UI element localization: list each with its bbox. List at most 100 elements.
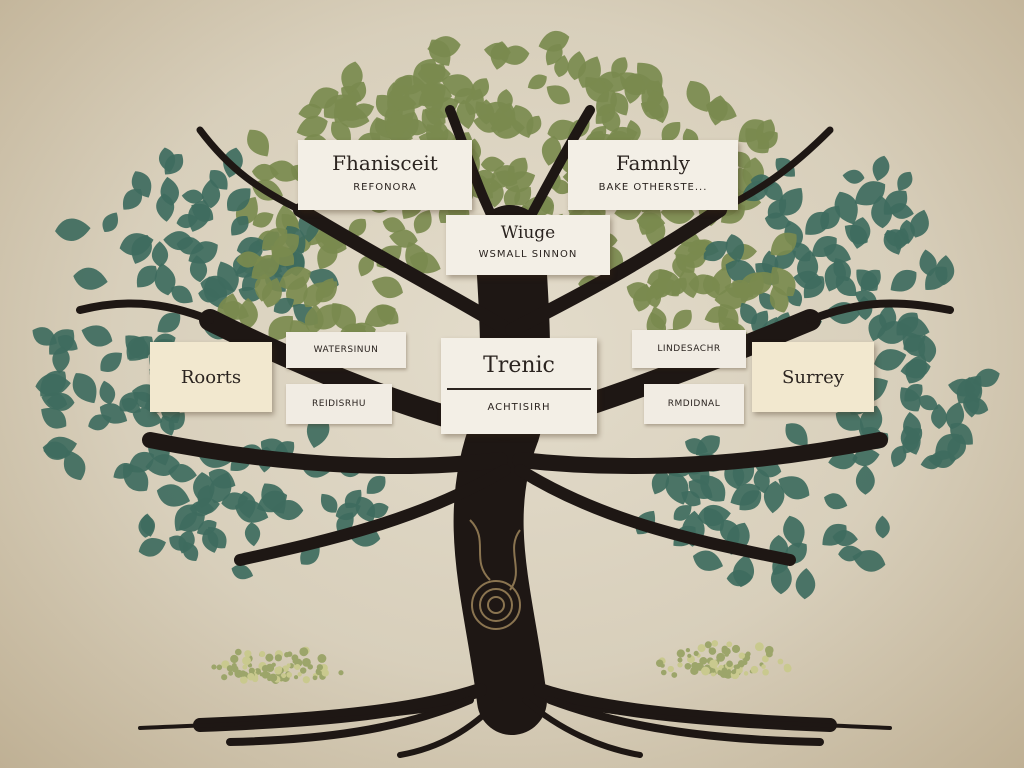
leaf	[140, 514, 156, 537]
card-title: Famnly	[616, 151, 690, 175]
shrub-dot	[710, 671, 716, 677]
shrub-dot	[221, 660, 230, 669]
tree-roots	[138, 683, 892, 758]
leaf	[81, 325, 113, 347]
shrub-dot	[716, 652, 726, 662]
shrub-dot	[226, 665, 234, 672]
shrub-dot	[731, 644, 741, 653]
shrub-dot	[723, 647, 731, 655]
leaf	[231, 216, 249, 236]
ground-shrubs	[211, 640, 792, 684]
shrub-dot	[704, 641, 712, 649]
leaf	[132, 407, 163, 428]
leaf	[317, 242, 338, 270]
card-top-left: Fhanisceit REFONORA	[298, 140, 472, 210]
leaf	[209, 169, 228, 190]
leaf	[119, 392, 139, 412]
leaf	[471, 78, 490, 101]
leaf	[963, 391, 980, 418]
shrub-dot	[731, 669, 737, 675]
shrub-dot	[718, 670, 725, 677]
leaf	[651, 470, 669, 495]
shrub-dot	[312, 675, 318, 681]
leaf	[341, 61, 363, 95]
leaf	[900, 359, 931, 379]
leaf	[842, 169, 865, 184]
card-subtitle: ACHTISIRH	[487, 402, 551, 414]
shrub-dot	[247, 673, 255, 681]
shrub-dot	[244, 650, 252, 658]
leaf	[41, 407, 67, 429]
leaf	[191, 203, 214, 222]
leaf	[910, 209, 929, 238]
shrub-dot	[231, 665, 239, 673]
roots-label: Roorts	[150, 342, 272, 412]
shrub-dot	[685, 647, 691, 653]
shrub-dot	[677, 662, 683, 668]
leaf	[679, 267, 700, 299]
leaf	[55, 218, 91, 241]
shrub-dot	[271, 662, 276, 667]
leaf	[168, 464, 197, 483]
leaf	[918, 334, 937, 363]
shrub-dot	[660, 669, 667, 676]
leaf	[769, 285, 789, 313]
leaf	[235, 500, 269, 523]
leaf	[751, 310, 769, 331]
shrub-dot	[321, 669, 329, 677]
shrub-dot	[761, 655, 769, 663]
card-top-right: Famnly BAKE OTHERSTE...	[568, 140, 738, 210]
shrub-dot	[274, 654, 283, 662]
leaf	[764, 212, 792, 230]
leaf	[824, 493, 848, 510]
tab-left-upper: WATERSINUN	[286, 332, 406, 368]
leaf	[554, 55, 569, 78]
leaf	[891, 445, 907, 468]
card-center: Trenic ACHTISIRH	[441, 338, 597, 434]
leaf	[661, 122, 681, 141]
leaf	[918, 395, 939, 411]
leaf	[226, 188, 251, 212]
card-middle: Wiuge WSMALL SINNON	[446, 215, 610, 275]
shrub-dot	[221, 674, 228, 681]
leaf	[797, 250, 819, 284]
leaf	[138, 538, 166, 557]
shrub-dot	[282, 665, 289, 672]
leaf	[163, 231, 194, 251]
shrub-dot	[307, 664, 314, 670]
leaf	[490, 117, 525, 139]
shrub-dot	[709, 659, 718, 669]
leaf	[88, 414, 112, 431]
shrub-dot	[742, 660, 748, 666]
leaf	[835, 276, 857, 297]
card-divider	[447, 388, 591, 391]
leaf	[421, 80, 444, 114]
leaf	[688, 479, 713, 499]
shrub-dot	[242, 656, 251, 666]
shrub-dot	[230, 654, 239, 664]
shrub-dot	[297, 672, 302, 677]
shrub-dot	[777, 658, 784, 665]
shrub-dot	[240, 676, 248, 684]
leaf	[217, 261, 239, 292]
tab-right-lower: RMDIDNAL	[644, 384, 744, 424]
leaf	[904, 384, 923, 402]
leaf	[875, 515, 890, 539]
leaf	[665, 471, 689, 505]
leaf	[164, 154, 184, 175]
leaf	[331, 121, 351, 143]
leaf	[366, 475, 386, 494]
leaf	[538, 30, 570, 52]
leaf	[898, 316, 930, 338]
leaf	[231, 564, 254, 580]
shrub-dot	[284, 652, 290, 658]
shrub-dot	[293, 675, 299, 680]
leaf	[251, 255, 280, 280]
shrub-dot	[269, 673, 278, 682]
shrub-dot	[317, 654, 327, 663]
leaf	[261, 483, 286, 514]
shrub-dot	[274, 666, 282, 675]
leaf	[884, 229, 911, 247]
leaf	[703, 507, 724, 531]
shrub-dot	[708, 647, 717, 655]
